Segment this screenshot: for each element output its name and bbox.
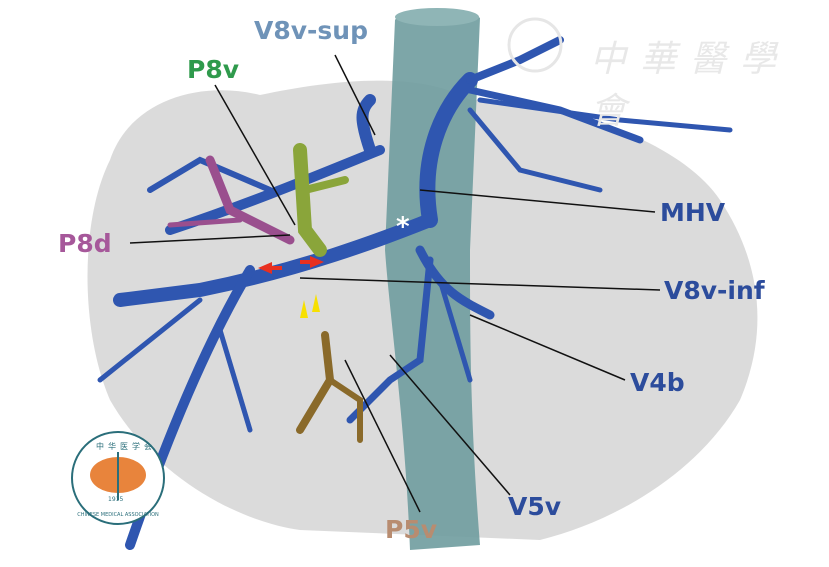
logo-year: 1915	[108, 496, 124, 503]
portal-branches	[167, 143, 363, 443]
leader-v5v	[389, 354, 511, 496]
leader-v4b	[469, 314, 626, 381]
label-p5v: P5v	[385, 515, 438, 544]
label-v5v: V5v	[508, 492, 562, 521]
yellow-arrowhead-icon	[300, 300, 308, 318]
leader-p8v	[214, 84, 296, 226]
leader-p5v	[344, 359, 421, 513]
leader-lines	[129, 54, 661, 513]
leader-mhv	[419, 189, 656, 213]
label-mhv: MHV	[660, 198, 726, 227]
watermark-text: 中華醫學會	[590, 39, 791, 132]
hepatic-veins	[97, 36, 733, 550]
label-p8d: P8d	[58, 229, 112, 258]
arrows	[258, 256, 324, 318]
red-arrow-left-icon	[258, 262, 282, 274]
asterisk-marker: *	[396, 212, 410, 242]
leader-p8d	[129, 234, 291, 244]
label-v8v-sup: V8v-sup	[254, 16, 368, 45]
ivc	[385, 8, 480, 551]
logo-chinese-text: 中华医学会	[96, 442, 156, 451]
red-arrow-right-icon	[300, 256, 324, 268]
watermark-seal	[507, 17, 563, 73]
leader-v8v-inf	[299, 277, 661, 291]
yellow-arrowhead-icon	[312, 294, 320, 312]
label-p8v: P8v	[187, 55, 240, 84]
leader-v8v-sup	[334, 54, 376, 136]
logo-english-text: CHINESE MEDICAL ASSOCIATION	[77, 512, 159, 518]
label-v4b: V4b	[630, 368, 685, 397]
cma-logo	[71, 431, 165, 525]
label-v8v-inf: V8v-inf	[664, 276, 765, 305]
